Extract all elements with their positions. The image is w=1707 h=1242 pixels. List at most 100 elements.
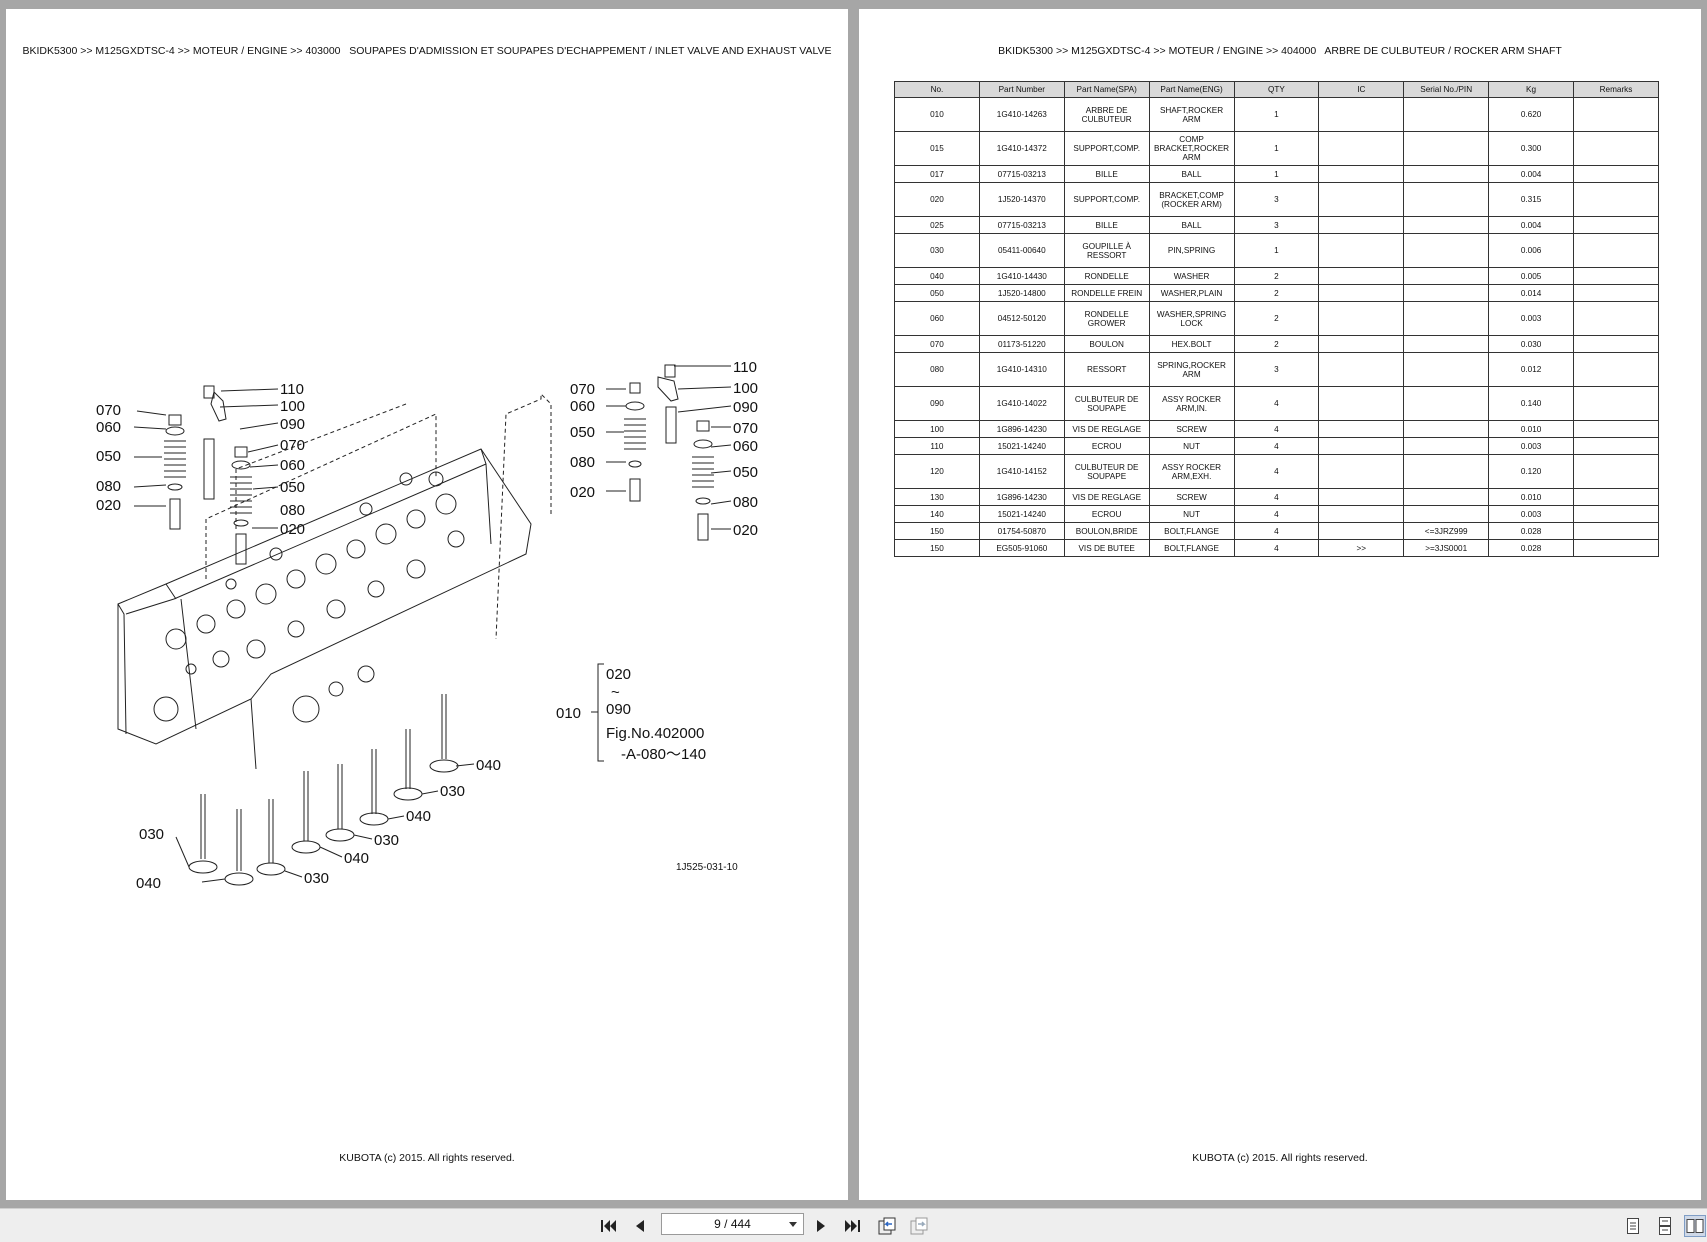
header-part-number: Part Number <box>978 81 1065 98</box>
single-page-view-button[interactable] <box>1622 1215 1644 1237</box>
cell-ic <box>1318 182 1405 217</box>
cell-part-name-eng: NUT <box>1148 437 1235 455</box>
cell-no: 110 <box>894 437 980 455</box>
cell-ic <box>1318 165 1405 183</box>
cell-serial <box>1403 420 1490 438</box>
cell-qty: 2 <box>1233 267 1320 285</box>
cell-part-name-eng: HEX.BOLT <box>1148 335 1235 353</box>
left-label-080-b: 080 <box>96 478 121 495</box>
cell-part-name-eng: ASSY ROCKER ARM,IN. <box>1148 386 1235 421</box>
next-page-button[interactable] <box>810 1216 832 1236</box>
page-indicator: 9 / 444 <box>714 1217 751 1231</box>
cell-serial <box>1403 335 1490 353</box>
cell-qty: 1 <box>1233 97 1320 132</box>
cell-remarks <box>1573 97 1659 132</box>
header-part-name-eng: Part Name(ENG) <box>1148 81 1235 98</box>
cell-no: 150 <box>894 539 980 557</box>
cell-serial <box>1403 97 1490 132</box>
valve-label-030-b: 030 <box>374 832 399 849</box>
cell-serial <box>1403 352 1490 387</box>
left-page-footer: KUBOTA (c) 2015. All rights reserved. <box>339 1152 515 1164</box>
previous-page-button[interactable] <box>629 1216 651 1236</box>
cell-remarks <box>1573 522 1659 540</box>
cell-part-number: 05411-00640 <box>978 233 1065 268</box>
go-forward-view-button[interactable] <box>908 1216 930 1236</box>
cell-serial <box>1403 301 1490 336</box>
cell-no: 040 <box>894 267 980 285</box>
cell-part-name-eng: NUT <box>1148 505 1235 523</box>
cell-part-name-eng: SCREW <box>1148 488 1235 506</box>
cell-no: 025 <box>894 216 980 234</box>
cell-no: 090 <box>894 386 980 421</box>
chevron-down-icon[interactable] <box>789 1222 797 1227</box>
cell-part-number: 04512-50120 <box>978 301 1065 336</box>
ref-label-020: 020 <box>606 666 631 683</box>
left-label-060-b: 060 <box>96 419 121 436</box>
cell-qty: 4 <box>1233 505 1320 523</box>
cell-remarks <box>1573 216 1659 234</box>
cell-ic <box>1318 505 1405 523</box>
cell-part-name-spa: BILLE <box>1063 216 1150 234</box>
cell-part-name-spa: VIS DE REGLAGE <box>1063 488 1150 506</box>
header-serial: Serial No./PIN <box>1403 81 1490 98</box>
cell-qty: 3 <box>1233 216 1320 234</box>
cell-part-name-spa: SUPPORT,COMP. <box>1063 131 1150 166</box>
left-label-050: 050 <box>280 479 305 496</box>
next-page-icon <box>817 1220 825 1232</box>
go-back-view-button[interactable] <box>876 1216 898 1236</box>
cell-ic <box>1318 352 1405 387</box>
cell-ic <box>1318 454 1405 489</box>
right-label-020-b: 020 <box>570 484 595 501</box>
header-qty: QTY <box>1233 81 1320 98</box>
cell-serial <box>1403 233 1490 268</box>
page-number-field[interactable]: 9 / 444 <box>661 1213 804 1235</box>
first-page-button[interactable] <box>597 1216 619 1236</box>
cell-kg: 0.315 <box>1488 182 1574 217</box>
cell-qty: 4 <box>1233 454 1320 489</box>
cell-kg: 0.010 <box>1488 488 1574 506</box>
cell-qty: 4 <box>1233 522 1320 540</box>
cell-part-name-spa: SUPPORT,COMP. <box>1063 182 1150 217</box>
valve-label-040-b: 040 <box>406 808 431 825</box>
cell-qty: 4 <box>1233 437 1320 455</box>
cell-part-name-eng: WASHER,PLAIN <box>1148 284 1235 302</box>
cell-part-name-spa: RONDELLE <box>1063 267 1150 285</box>
cell-kg: 0.003 <box>1488 301 1574 336</box>
cell-remarks <box>1573 437 1659 455</box>
valve-label-040-a: 040 <box>476 757 501 774</box>
cell-part-name-eng: ASSY ROCKER ARM,EXH. <box>1148 454 1235 489</box>
ref-range: -A-080～140 <box>621 746 706 763</box>
cell-part-name-eng: PIN,SPRING <box>1148 233 1235 268</box>
left-page: BKIDK5300 >> M125GXDTSC-4 >> MOTEUR / EN… <box>6 9 848 1200</box>
cell-remarks <box>1573 284 1659 302</box>
two-page-view-button[interactable] <box>1684 1215 1706 1237</box>
cell-no: 100 <box>894 420 980 438</box>
cell-ic <box>1318 420 1405 438</box>
cell-ic <box>1318 267 1405 285</box>
cell-ic: >> <box>1318 539 1405 557</box>
left-rocker-assembly <box>164 385 252 565</box>
cell-serial <box>1403 284 1490 302</box>
cell-kg: 0.014 <box>1488 284 1574 302</box>
navigation-toolbar: 9 / 444 <box>0 1208 1707 1242</box>
left-label-060: 060 <box>280 457 305 474</box>
valve-label-030-d: 030 <box>139 826 164 843</box>
cell-ic <box>1318 335 1405 353</box>
last-page-button[interactable] <box>842 1216 864 1236</box>
cell-remarks <box>1573 335 1659 353</box>
cell-part-number: 15021-14240 <box>978 505 1065 523</box>
left-label-050-b: 050 <box>96 448 121 465</box>
go-back-view-icon <box>878 1217 896 1235</box>
cell-ic <box>1318 131 1405 166</box>
cell-no: 017 <box>894 165 980 183</box>
cell-no: 120 <box>894 454 980 489</box>
cell-kg: 0.004 <box>1488 165 1574 183</box>
cell-part-name-eng: SHAFT,ROCKER ARM <box>1148 97 1235 132</box>
cell-kg: 0.140 <box>1488 386 1574 421</box>
continuous-view-button[interactable] <box>1654 1215 1676 1237</box>
